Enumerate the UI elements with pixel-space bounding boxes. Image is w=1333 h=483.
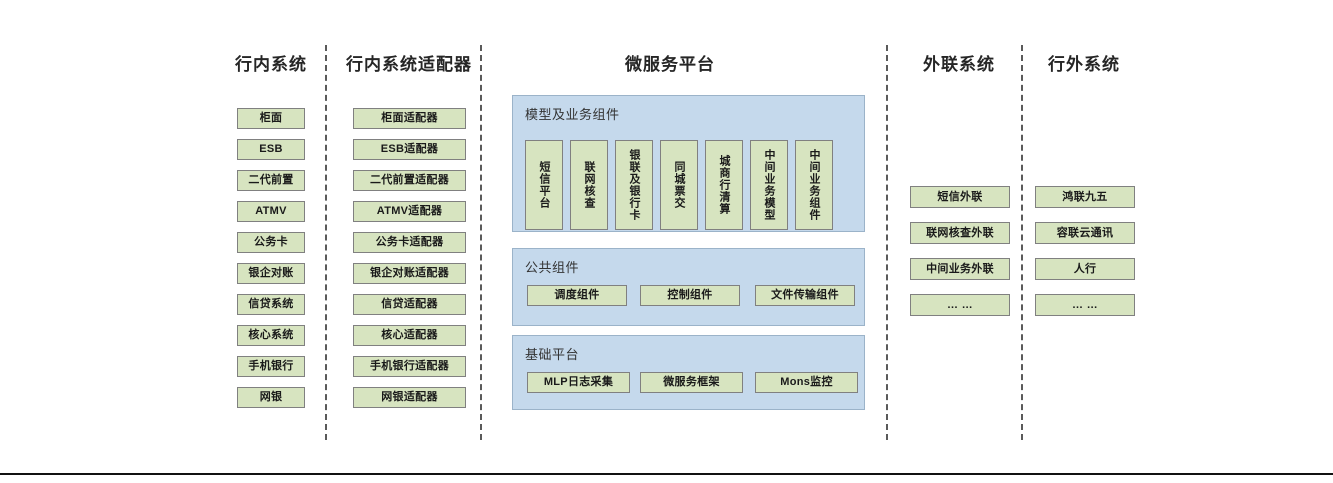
node-in-bank-adapters-0[interactable]: 柜面适配器 (353, 108, 466, 129)
node-public-components-1[interactable]: 控制组件 (640, 285, 740, 306)
node-in-bank-systems-3[interactable]: ATMV (237, 201, 305, 222)
node-in-bank-adapters-2[interactable]: 二代前置适配器 (353, 170, 466, 191)
panel-title-public-components: 公共组件 (525, 260, 580, 275)
node-model-business-components-0[interactable]: 短信平台 (525, 140, 563, 230)
node-outside-bank-systems-2[interactable]: 人行 (1035, 258, 1135, 280)
panel-title-base-platform: 基础平台 (525, 347, 580, 362)
node-in-bank-systems-4[interactable]: 公务卡 (237, 232, 305, 253)
column-divider-2 (480, 45, 482, 440)
node-model-business-components-2[interactable]: 银联及银行卡 (615, 140, 653, 230)
node-outside-bank-systems-1[interactable]: 容联云通讯 (1035, 222, 1135, 244)
node-in-bank-systems-6[interactable]: 信贷系统 (237, 294, 305, 315)
node-external-link-systems-3[interactable]: … … (910, 294, 1010, 316)
node-external-link-systems-0[interactable]: 短信外联 (910, 186, 1010, 208)
node-base-platform-1[interactable]: 微服务框架 (640, 372, 743, 393)
node-external-link-systems-2[interactable]: 中间业务外联 (910, 258, 1010, 280)
node-model-business-components-5[interactable]: 中间业务模型 (750, 140, 788, 230)
node-model-business-components-3[interactable]: 同城票交 (660, 140, 698, 230)
node-outside-bank-systems-0[interactable]: 鸿联九五 (1035, 186, 1135, 208)
column-divider-1 (325, 45, 327, 440)
node-in-bank-adapters-3[interactable]: ATMV适配器 (353, 201, 466, 222)
node-in-bank-adapters-5[interactable]: 银企对账适配器 (353, 263, 466, 284)
node-public-components-2[interactable]: 文件传输组件 (755, 285, 855, 306)
node-outside-bank-systems-3[interactable]: … … (1035, 294, 1135, 316)
node-model-business-components-1[interactable]: 联网核查 (570, 140, 608, 230)
column-divider-3 (886, 45, 888, 440)
node-in-bank-systems-9[interactable]: 网银 (237, 387, 305, 408)
node-in-bank-adapters-4[interactable]: 公务卡适配器 (353, 232, 466, 253)
node-model-business-components-4[interactable]: 城商行清算 (705, 140, 743, 230)
column-divider-4 (1021, 45, 1023, 440)
node-in-bank-adapters-1[interactable]: ESB适配器 (353, 139, 466, 160)
node-in-bank-systems-7[interactable]: 核心系统 (237, 325, 305, 346)
column-title-in-bank-adapters: 行内系统适配器 (346, 55, 472, 74)
panel-title-model-business-components: 模型及业务组件 (525, 107, 620, 122)
node-public-components-0[interactable]: 调度组件 (527, 285, 627, 306)
column-title-microservice-platform: 微服务平台 (625, 55, 715, 74)
node-in-bank-systems-5[interactable]: 银企对账 (237, 263, 305, 284)
node-in-bank-adapters-9[interactable]: 网银适配器 (353, 387, 466, 408)
node-in-bank-adapters-7[interactable]: 核心适配器 (353, 325, 466, 346)
column-title-external-link-systems: 外联系统 (923, 55, 995, 74)
node-in-bank-systems-8[interactable]: 手机银行 (237, 356, 305, 377)
node-in-bank-adapters-8[interactable]: 手机银行适配器 (353, 356, 466, 377)
node-in-bank-systems-2[interactable]: 二代前置 (237, 170, 305, 191)
bottom-rule (0, 473, 1333, 475)
node-external-link-systems-1[interactable]: 联网核查外联 (910, 222, 1010, 244)
node-in-bank-adapters-6[interactable]: 信贷适配器 (353, 294, 466, 315)
node-in-bank-systems-0[interactable]: 柜面 (237, 108, 305, 129)
column-title-outside-bank-systems: 行外系统 (1048, 55, 1120, 74)
node-in-bank-systems-1[interactable]: ESB (237, 139, 305, 160)
node-base-platform-0[interactable]: MLP日志采集 (527, 372, 630, 393)
node-base-platform-2[interactable]: Mons监控 (755, 372, 858, 393)
column-title-in-bank-systems: 行内系统 (235, 55, 307, 74)
node-model-business-components-6[interactable]: 中间业务组件 (795, 140, 833, 230)
